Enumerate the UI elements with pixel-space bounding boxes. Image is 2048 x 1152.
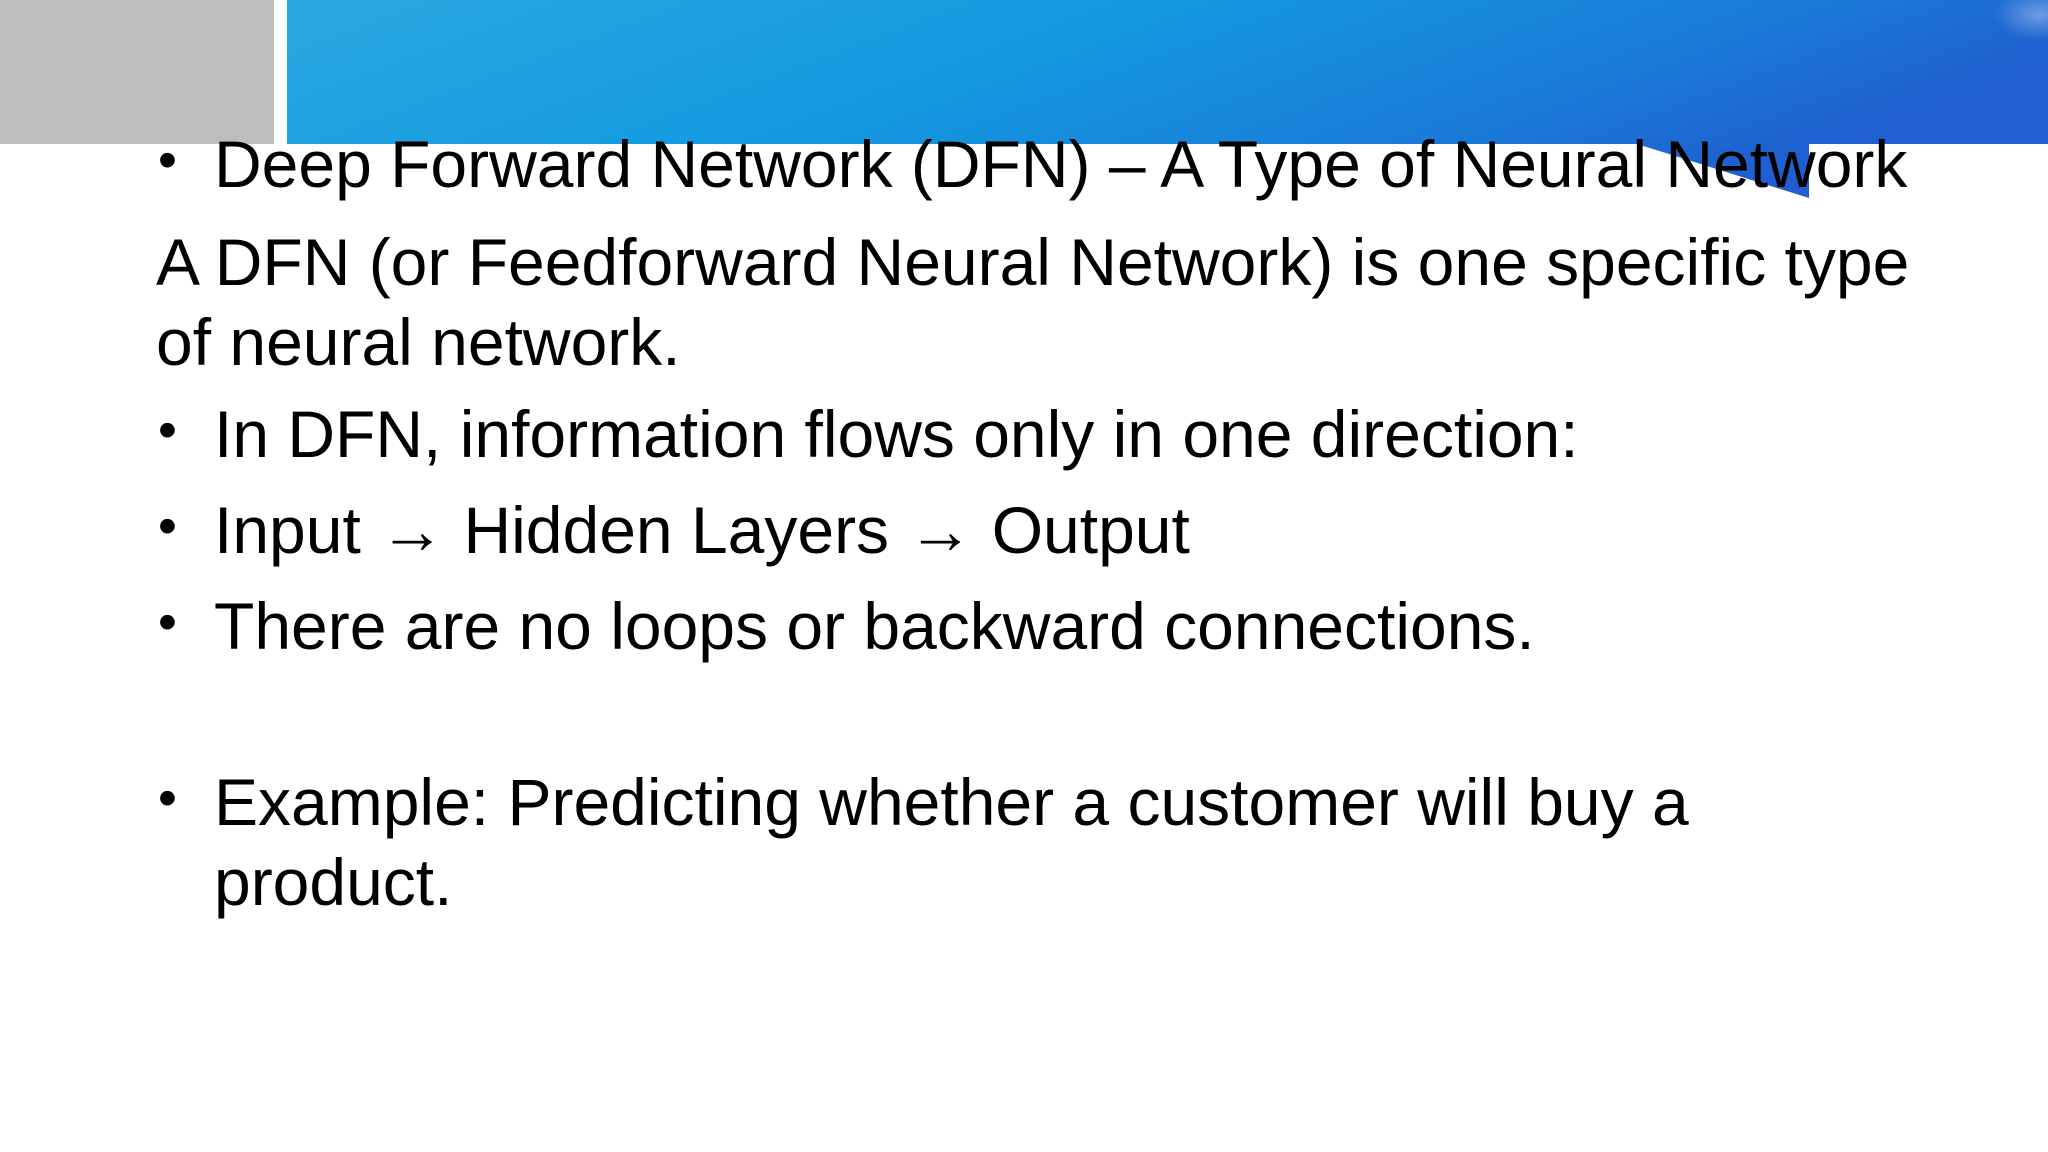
bullet-text: In DFN, information flows only in one di… [214, 397, 1579, 471]
bullet-text: Input → Hidden Layers → Output [214, 493, 1190, 567]
bullet-item-dfn-title: • Deep Forward Network (DFN) – A Type of… [156, 124, 1916, 204]
corner-gray-block [0, 0, 274, 144]
bullet-item-no-loops: • There are no loops or backward connect… [156, 586, 1916, 666]
paragraph-dfn-definition: A DFN (or Feedforward Neural Network) is… [156, 222, 1916, 382]
header-banner [287, 0, 2048, 198]
banner-shape [287, 0, 2048, 198]
bullet-text: Deep Forward Network (DFN) – A Type of N… [214, 127, 1908, 201]
bullet-item-layers: • Input → Hidden Layers → Output [156, 490, 1916, 570]
bullet-icon: • [158, 768, 177, 828]
bullet-icon: • [158, 496, 177, 556]
bullet-icon: • [158, 400, 177, 460]
paragraph-text: A DFN (or Feedforward Neural Network) is… [156, 225, 1910, 379]
bullet-text: There are no loops or backward connectio… [214, 589, 1535, 663]
bullet-icon: • [158, 130, 177, 190]
bullet-icon: • [158, 592, 177, 652]
bullet-text: Example: Predicting whether a customer w… [214, 765, 1689, 919]
slide-body: • Deep Forward Network (DFN) – A Type of… [156, 124, 1916, 922]
bullet-item-information-flow: • In DFN, information flows only in one … [156, 394, 1916, 474]
bullet-item-example: • Example: Predicting whether a customer… [156, 762, 1916, 922]
